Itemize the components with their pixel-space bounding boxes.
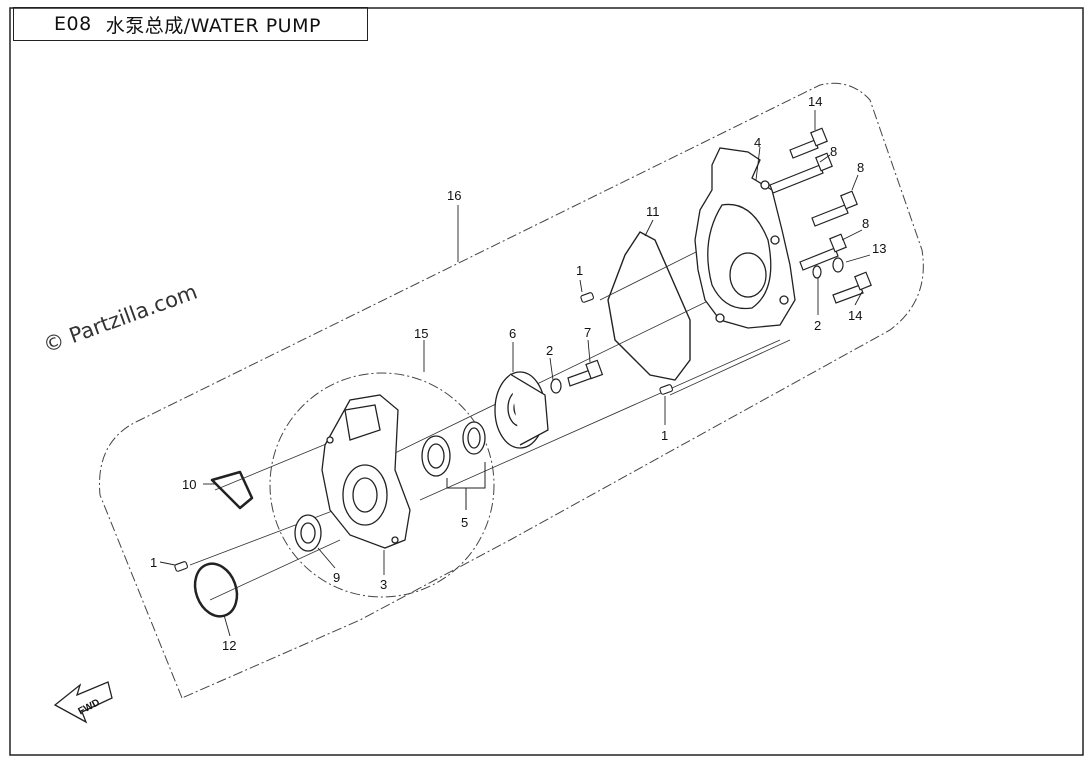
diagram-name: 水泵总成/WATER PUMP — [105, 14, 321, 37]
callout-4: 4 — [754, 135, 761, 150]
mechanical-seal — [421, 421, 486, 477]
callout-labels: 16 15 14 4 8 8 8 13 14 2 11 1 7 6 2 1 10… — [150, 94, 886, 653]
callout-8-b: 8 — [857, 160, 864, 175]
impeller-bolt — [567, 359, 604, 387]
callout-14-bottom: 14 — [848, 308, 862, 323]
impeller — [494, 371, 549, 449]
pump-body — [321, 394, 411, 549]
callout-3: 3 — [380, 577, 387, 592]
callout-1-middle: 1 — [661, 428, 668, 443]
seal-bracket — [446, 462, 486, 510]
callout-5: 5 — [461, 515, 468, 530]
callout-13: 13 — [872, 241, 886, 256]
callout-1-left: 1 — [150, 555, 157, 570]
diagram-title: E08 水泵总成/WATER PUMP — [13, 7, 368, 41]
callout-9: 9 — [333, 570, 340, 585]
centerlines — [189, 249, 791, 601]
callout-8-a: 8 — [830, 144, 837, 159]
callout-2-right: 2 — [814, 318, 821, 333]
callout-6: 6 — [509, 326, 516, 341]
fwd-arrow: FWD — [53, 681, 113, 724]
impeller-washer — [550, 378, 562, 394]
triangle-gasket — [210, 470, 254, 510]
drawing-border — [9, 7, 1084, 756]
callout-10: 10 — [182, 477, 196, 492]
callout-8-c: 8 — [862, 216, 869, 231]
callout-16: 16 — [447, 188, 461, 203]
callout-14-top: 14 — [808, 94, 822, 109]
callout-2-middle: 2 — [546, 343, 553, 358]
callout-15: 15 — [414, 326, 428, 341]
diagram-code: E08 — [54, 13, 92, 35]
dowel-pins — [174, 292, 673, 572]
assembly-16-boundary — [99, 82, 924, 699]
cover-gasket — [607, 231, 691, 381]
leader-lines — [159, 110, 871, 637]
callout-11: 11 — [646, 204, 660, 219]
bolts — [769, 127, 872, 304]
assembly-15-boundary — [269, 372, 495, 598]
pump-cover — [694, 147, 796, 329]
oil-seal — [294, 514, 322, 552]
o-ring — [193, 562, 239, 618]
callout-7: 7 — [584, 325, 591, 340]
callout-1-top: 1 — [576, 263, 583, 278]
callout-12: 12 — [222, 638, 236, 653]
